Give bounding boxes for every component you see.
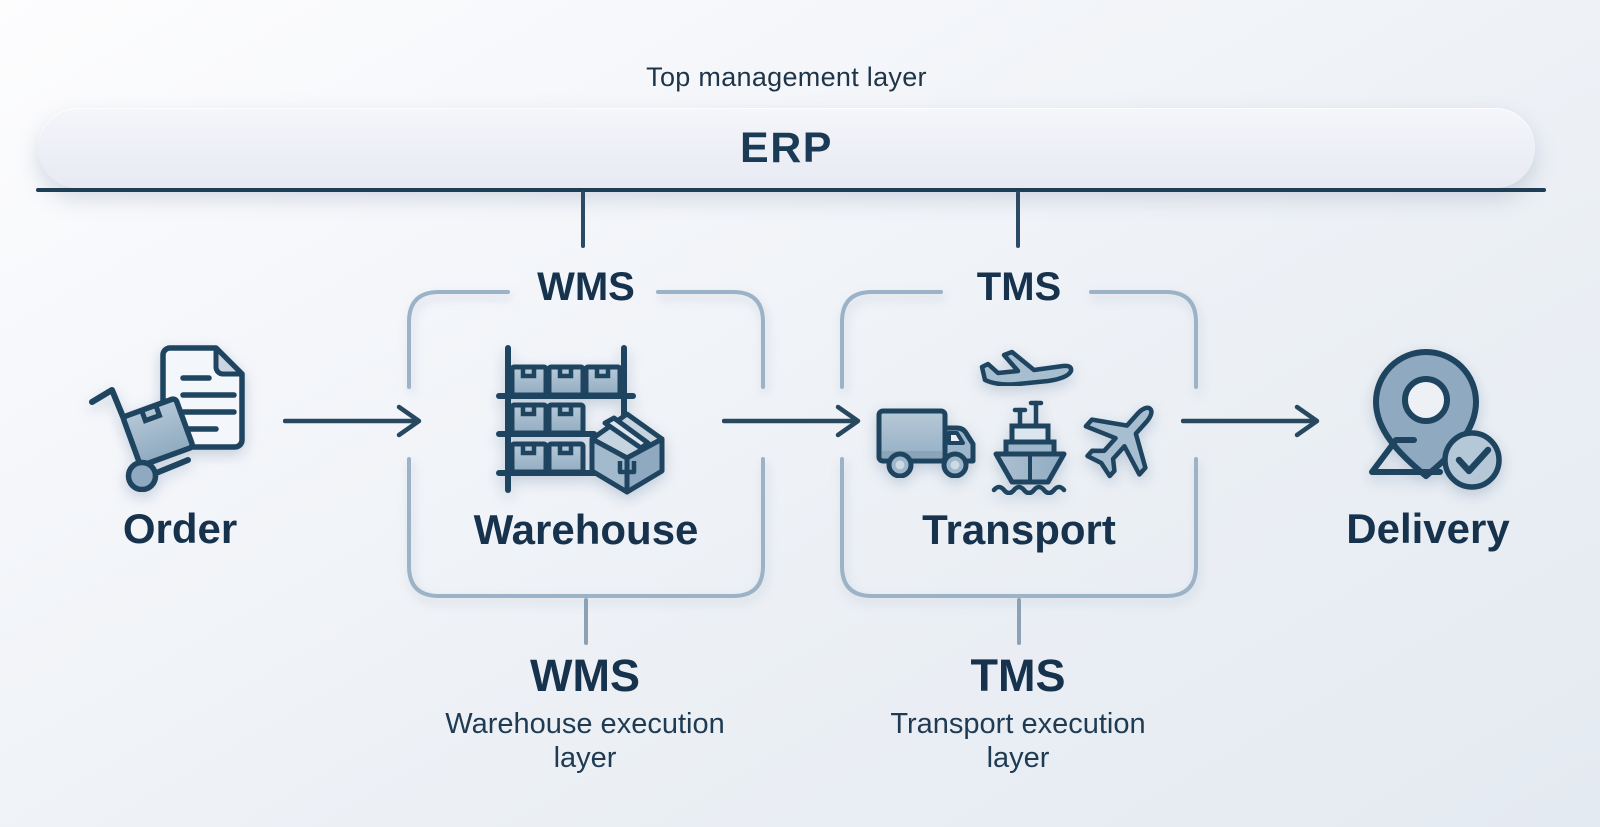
- wms-execution-subtitle: Warehouse execution layer: [445, 708, 725, 774]
- order-label: Order: [122, 505, 238, 552]
- cargo-plane-takeoff-icon: [979, 349, 1074, 386]
- package-box-icon: [589, 411, 665, 495]
- wms-to-execution-connector: [584, 598, 588, 645]
- warehouse-label: Warehouse: [473, 506, 699, 553]
- delivery-label: Delivery: [1346, 505, 1510, 552]
- ground-line: [1369, 437, 1443, 475]
- wms-box-title: WMS: [537, 265, 635, 309]
- top-management-layer-label: Top management layer: [646, 62, 927, 92]
- truck-icon: [876, 408, 976, 478]
- order-icon: [89, 345, 245, 492]
- tms-execution-subtitle: Transport execution layer: [890, 708, 1146, 774]
- tms-box-title: TMS: [976, 265, 1062, 309]
- arrow-tms-to-delivery: [1181, 404, 1320, 438]
- erp-to-wms-connector: [581, 191, 585, 248]
- wms-box-outline: [407, 290, 765, 598]
- ship-icon: [991, 400, 1067, 495]
- erp-to-tms-connector: [1016, 191, 1020, 248]
- warehouse-icon: [496, 345, 665, 495]
- wms-execution-layer: WMS Warehouse execution layer: [410, 650, 760, 775]
- arrow-order-to-wms: [283, 404, 422, 438]
- tms-box-outline: [840, 290, 1198, 598]
- tms-to-execution-connector: [1017, 598, 1021, 645]
- tms-execution-layer: TMS Transport execution layer: [843, 650, 1193, 775]
- arrow-wms-to-tms: [722, 404, 861, 438]
- transport-label: Transport: [922, 506, 1116, 553]
- handtruck-icon: [89, 387, 195, 492]
- tms-execution-title: TMS: [970, 650, 1066, 701]
- check-circle-icon: [1442, 430, 1502, 490]
- erp-horizontal-line: [36, 188, 1546, 192]
- wms-execution-title: WMS: [530, 650, 640, 701]
- delivery-pin-icon: [1369, 349, 1502, 490]
- document-icon: [160, 345, 245, 450]
- erp-bar: ERP: [38, 108, 1535, 188]
- erp-label: ERP: [740, 123, 833, 172]
- airplane-icon: [1083, 405, 1154, 479]
